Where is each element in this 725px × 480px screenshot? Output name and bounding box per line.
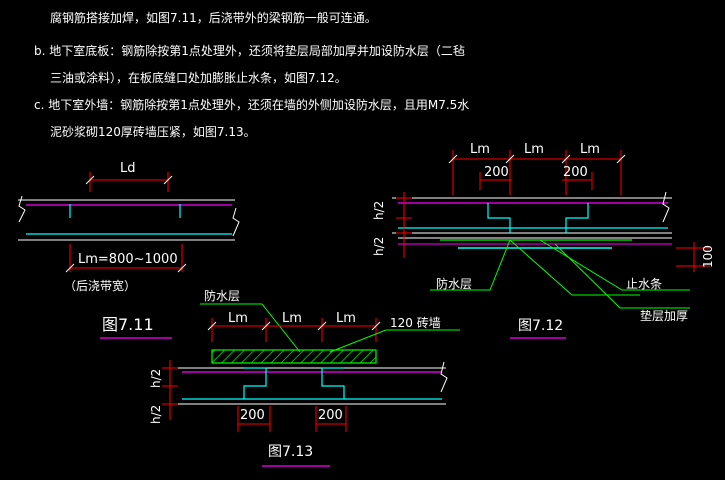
lm-dimension-chain-7-12 — [448, 150, 626, 195]
lm-label-mid-7-12: Lm — [524, 142, 544, 157]
wall-7-13 — [176, 361, 448, 405]
dim-200-right-7-13: 200 — [318, 408, 343, 423]
water-stop-label: 止水条 — [626, 277, 662, 291]
h2-top-label-7-12: h/2 — [372, 201, 386, 220]
h2-dimension-7-12 — [396, 192, 412, 258]
ld-dimension — [85, 172, 173, 192]
cushion-label: 垫层加厚 — [640, 308, 688, 323]
h2-top-label-7-13: h/2 — [149, 369, 163, 388]
h2-bottom-label-7-12: h/2 — [372, 237, 386, 256]
text-line-3: 三油或涂料），在板底缝口处加膨胀止水条，如图7.12。 — [50, 70, 347, 85]
lm-dimension-chain-7-13 — [207, 318, 381, 342]
lm-dimension-7-11 — [65, 244, 187, 273]
dim-200-7-13 — [237, 406, 347, 432]
dim-200-right-7-12: 200 — [563, 165, 588, 180]
lm-label-left-7-12: Lm — [470, 142, 490, 157]
post-pour-note: （后浇带宽） — [64, 278, 136, 293]
text-line-5: 泥砂浆砌120厚砖墙压紧，如图7.13。 — [50, 124, 256, 139]
dim-100-label-7-12: 100 — [701, 245, 715, 268]
brick-leader-diag — [329, 329, 387, 353]
h2-bottom-label-7-13: h/2 — [149, 405, 163, 424]
waterproof-label-7-12: 防水层 — [436, 276, 472, 291]
text-line-4: c. 地下室外墙：钢筋除按第1点处理外，还须在墙的外侧加设防水层，且用M7.5水 — [34, 97, 469, 112]
figure-7-13-caption: 图7.13 — [268, 444, 313, 460]
ld-label: Ld — [120, 161, 136, 176]
lm-label-mid-7-13: Lm — [282, 311, 302, 326]
lm-range-label: Lm=800~1000 — [78, 252, 178, 267]
lm-label-left-7-13: Lm — [228, 311, 248, 326]
brick-wall-label: 120 砖墙 — [390, 315, 441, 330]
dim-200-left-7-12: 200 — [484, 165, 509, 180]
dim-100-7-12 — [676, 242, 710, 272]
leaders-7-12 — [430, 239, 690, 309]
dim-200-7-12 — [479, 172, 593, 190]
text-line-2: b. 地下室底板：钢筋除按第1点处理外，还须将垫层局部加厚并加设防水层（二毡 — [34, 43, 465, 58]
lm-label-right-7-13: Lm — [336, 311, 356, 326]
figure-7-11: Ld Lm=800~1000 （后浇带宽） 图7.11 — [18, 161, 240, 339]
figure-7-12-caption: 图7.12 — [518, 318, 563, 334]
lm-label-right-7-12: Lm — [580, 142, 600, 157]
h2-dimension-7-13 — [162, 360, 178, 420]
figure-7-13: 防水层 Lm Lm Lm 120 砖墙 — [149, 288, 460, 467]
slab-7-12 — [392, 191, 672, 249]
waterproof-label-7-13: 防水层 — [204, 288, 240, 303]
waterproof-leader-7-13 — [200, 303, 301, 353]
figure-7-12: Lm Lm Lm 200 200 — [372, 142, 715, 339]
slab-7-11 — [18, 195, 240, 241]
figure-7-11-caption: 图7.11 — [102, 315, 154, 334]
text-line-1: 腐钢筋搭接加焊，如图7.11，后浇带外的梁钢筋一般可连通。 — [50, 10, 377, 25]
brick-wall-hatch — [211, 349, 377, 364]
dim-200-left-7-13: 200 — [240, 408, 265, 423]
